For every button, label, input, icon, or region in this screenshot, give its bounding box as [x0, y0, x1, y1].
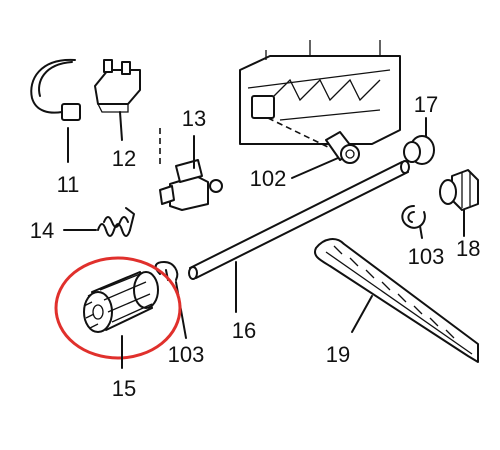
label-14: 14	[30, 218, 54, 243]
part-18-gear	[439, 169, 479, 237]
label-17: 17	[414, 92, 438, 117]
part-15-gear	[54, 256, 182, 369]
highlight-circle	[54, 256, 182, 360]
part-102-screw	[291, 131, 360, 179]
label-103-left: 103	[168, 342, 205, 367]
part-13-lever	[159, 128, 223, 211]
label-102: 102	[250, 166, 287, 191]
label-15: 15	[112, 376, 136, 401]
label-19: 19	[326, 342, 350, 367]
part-16-shaft	[188, 160, 410, 313]
part-11-cable-connector	[30, 58, 81, 163]
frame-assembly	[239, 40, 401, 149]
label-18: 18	[456, 236, 480, 261]
label-11: 11	[57, 172, 80, 197]
part-19-belt	[314, 238, 479, 363]
label-103-right: 103	[408, 244, 445, 269]
part-12-sensor-bracket	[94, 59, 141, 141]
label-12: 12	[112, 146, 136, 171]
part-103-ring-right	[401, 205, 426, 239]
part-17-bushing	[403, 117, 435, 165]
part-103-ring-left	[154, 261, 187, 339]
label-16: 16	[232, 318, 256, 343]
label-13: 13	[182, 106, 206, 131]
part-14-spring	[63, 207, 135, 237]
